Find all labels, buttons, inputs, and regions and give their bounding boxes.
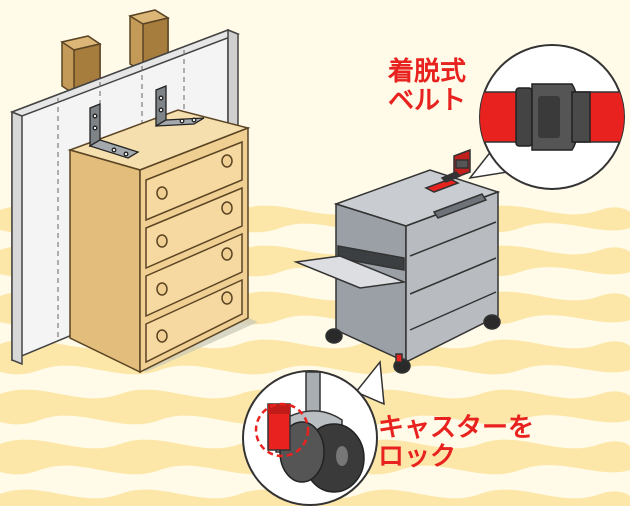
belt-label-line1: 着脱式 [388, 57, 467, 87]
caster-label-line2: ロック [378, 442, 457, 473]
caster-label-line1: キャスターを [378, 413, 535, 443]
caster-wheel-icon [242, 370, 378, 506]
copy-machine [293, 148, 501, 374]
buckle-icon [479, 44, 625, 190]
belt-label: 着脱式 ベルト [388, 57, 467, 117]
caster-label: キャスターを ロック [378, 413, 535, 473]
l-bracket-icon [88, 85, 205, 159]
belt-label-line2: ベルト [388, 86, 467, 117]
chest-of-drawers [67, 109, 251, 374]
caster-callout-pointer [354, 360, 385, 406]
